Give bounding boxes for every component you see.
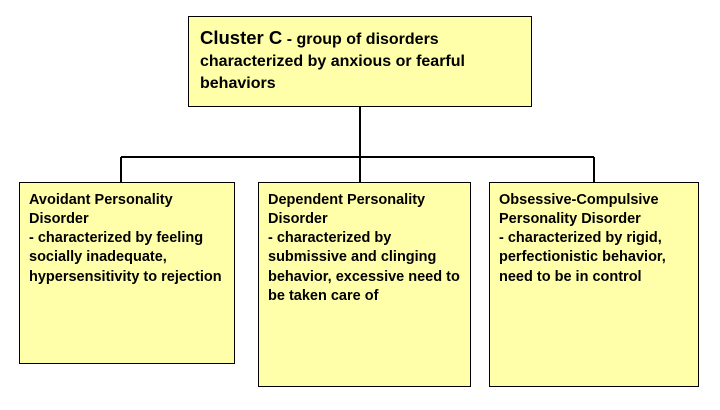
node-dependent-description: - characterized by submissive and clingi… — [268, 230, 460, 304]
node-cluster-c-description: - group of disorders characterized by an… — [200, 31, 465, 92]
node-cluster-c[interactable]: Cluster C - group of disorders character… — [188, 16, 532, 107]
node-dependent-title: Dependent Personality Disorder — [268, 192, 426, 228]
node-avoidant-description: - characterized by feeling socially inad… — [29, 230, 222, 285]
node-dependent-personality-disorder[interactable]: Dependent Personality Disorder - charact… — [258, 182, 471, 387]
node-avoidant-personality-disorder[interactable]: Avoidant Personality Disorder - characte… — [19, 182, 235, 364]
node-obsessive-compulsive-description: - characterized by rigid, perfectionisti… — [499, 230, 666, 285]
node-avoidant-title: Avoidant Personality Disorder — [29, 192, 173, 228]
node-obsessive-compulsive-title: Obsessive-Compulsive Personality Disorde… — [499, 192, 659, 228]
node-cluster-c-title: Cluster C — [200, 27, 283, 48]
node-obsessive-compulsive-personality-disorder[interactable]: Obsessive-Compulsive Personality Disorde… — [489, 182, 699, 387]
